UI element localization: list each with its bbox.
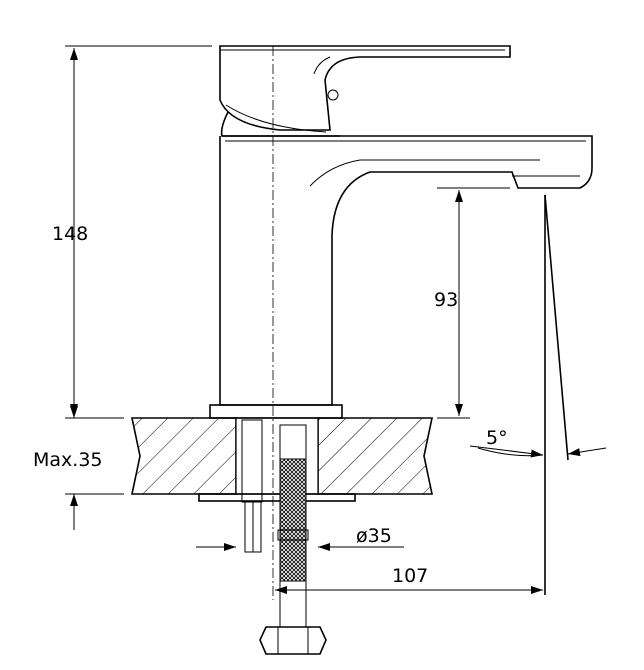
countertop-section xyxy=(131,417,433,502)
dimension-diameter-35: ø35 xyxy=(196,525,404,551)
dimension-diameter-35-label: ø35 xyxy=(356,525,392,547)
dimension-148: 148 xyxy=(52,45,212,419)
dimension-93-label: 93 xyxy=(434,289,458,311)
dimension-angle-5: 5° xyxy=(469,427,607,458)
dimension-107: 107 xyxy=(275,565,543,594)
dimension-max-35: Max.35 xyxy=(33,382,124,530)
faucet-body xyxy=(209,45,593,600)
dimension-148-label: 148 xyxy=(52,223,88,245)
dimension-107-label: 107 xyxy=(392,565,428,587)
dimension-max-35-label: Max.35 xyxy=(33,449,103,471)
mounting-hardware xyxy=(241,419,327,655)
dimension-angle-5-label: 5° xyxy=(486,427,508,449)
dimension-93: 93 xyxy=(434,187,510,419)
water-stream xyxy=(544,194,569,595)
